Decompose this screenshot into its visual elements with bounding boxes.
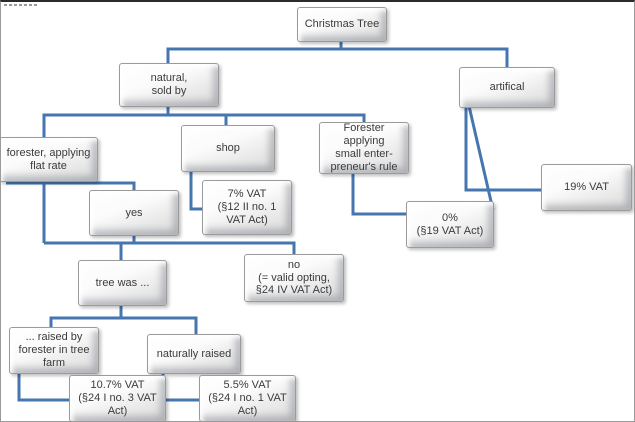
node-artifical: artifical [459,67,555,108]
connector-small-vat0 [351,173,407,216]
connector-artifical-vat0 [467,105,495,211]
node-tree-was: tree was ... [78,260,167,306]
connector-shop-vat7 [189,171,204,211]
node-vat-19: 19% VAT [541,164,632,211]
node-naturally-raised: naturally raised [147,334,241,374]
node-vat-0: 0% (§19 VAT Act) [406,201,494,248]
node-forester-flat-rate: forester, applying flat rate [1,137,98,182]
node-forester-small-entrepreneur: Forester applying small enter- preneur's… [319,122,409,174]
node-christmas-tree: Christmas Tree [297,7,387,42]
connector-lower-rail-no [44,241,296,255]
node-vat-5-5: 5.5% VAT (§24 I no. 1 VAT Act) [199,375,296,421]
node-natural-sold-by: natural, sold by [119,63,219,107]
connector-natural-vat55 [161,373,200,402]
node-raised-by-forester: ... raised by forester in tree farm [9,327,99,374]
connector-natural-branches [42,113,366,138]
corner-note [4,4,38,6]
connector-artifical-vat19 [464,107,542,192]
node-shop: shop [181,125,275,172]
connector-root-branches [166,47,509,69]
connector-raised-vat107 [17,373,70,402]
node-yes: yes [89,190,179,236]
node-vat-7: 7% VAT (§12 II no. 1 VAT Act) [202,180,292,235]
connector-flatrate-yes [6,181,136,192]
node-vat-10-7: 10.7% VAT (§24 I no. 3 VAT Act) [69,375,166,421]
node-no-valid-opting: no (= valid opting, §24 IV VAT Act) [244,254,344,302]
connector-treewas-branches [49,316,198,335]
